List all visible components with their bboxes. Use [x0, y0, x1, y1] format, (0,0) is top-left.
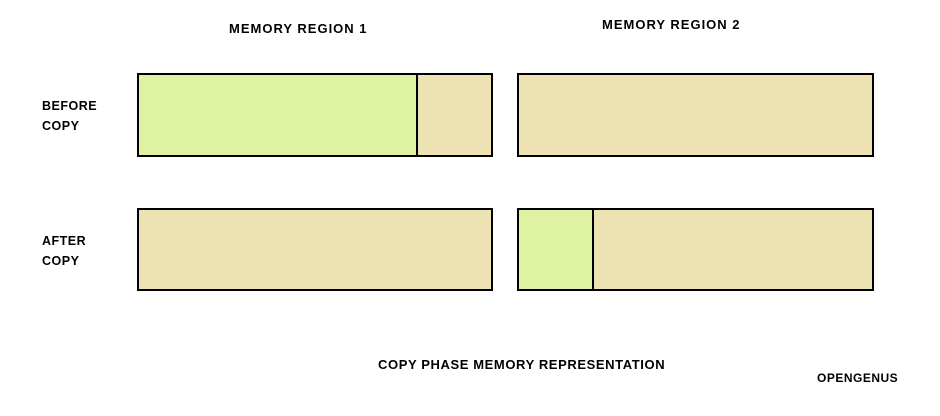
row-label-before-line2: COPY [42, 119, 80, 133]
row-label-after-copy: AFTER COPY [42, 231, 86, 271]
memory-segment-green [519, 210, 593, 289]
memory-bar-after-region2 [517, 208, 874, 291]
memory-segment-tan [415, 75, 491, 155]
column-title-memory-region-2: MEMORY REGION 2 [602, 17, 741, 32]
memory-segment-tan [592, 210, 872, 289]
row-label-after-line2: COPY [42, 254, 80, 268]
row-label-after-line1: AFTER [42, 234, 87, 248]
memory-bar-after-region1 [137, 208, 493, 291]
memory-bar-before-region1 [137, 73, 493, 157]
memory-bar-before-region2 [517, 73, 874, 157]
row-label-before-line1: BEFORE [42, 99, 98, 113]
opengenus-watermark: OPENGENUS [817, 371, 899, 385]
row-label-before-copy: BEFORE COPY [42, 96, 97, 136]
memory-segment-green [139, 75, 416, 155]
memory-segment-tan [519, 75, 872, 155]
column-title-memory-region-1: MEMORY REGION 1 [229, 21, 368, 36]
memory-segment-tan [139, 210, 491, 289]
diagram-caption: COPY PHASE MEMORY REPRESENTATION [378, 357, 666, 372]
